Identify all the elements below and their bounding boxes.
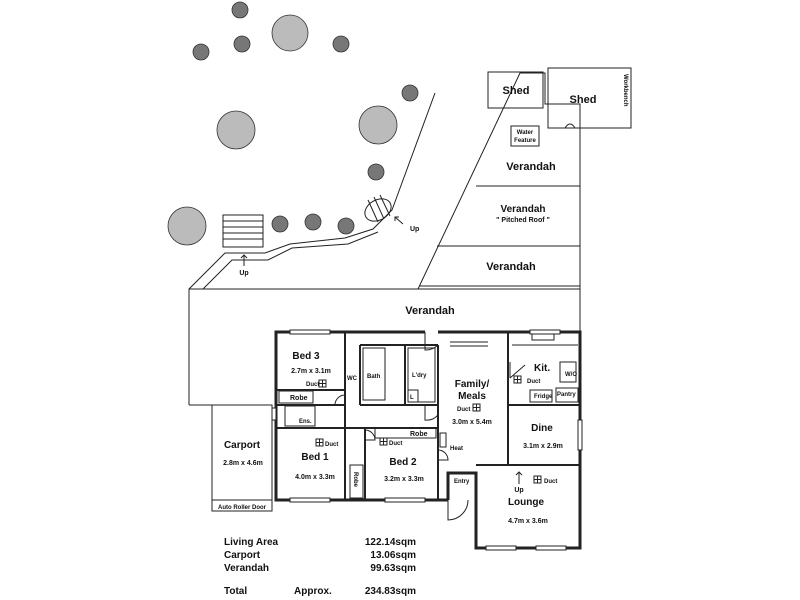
stairs-round — [364, 194, 392, 223]
stairs-left — [222, 214, 264, 248]
tree-icon — [233, 35, 251, 53]
family-label-2: Meals — [458, 391, 486, 402]
family-duct-label: Duct — [457, 407, 470, 413]
verandah-area-row: Verandah 99.63sqm — [224, 563, 424, 577]
bed3-dims: 2.7m x 3.1m — [291, 368, 331, 375]
tree-icon — [271, 215, 289, 233]
verandah-area-label: Verandah — [224, 563, 270, 574]
verandah-2-label: Verandah — [500, 204, 545, 215]
verandah-3-label: Verandah — [486, 261, 536, 273]
bed3-label: Bed 3 — [292, 351, 320, 362]
workbench-label: Workbench — [622, 74, 628, 107]
living-area-row: Living Area 122.14sqm — [224, 537, 424, 551]
bed2-duct-label: Duct — [389, 441, 402, 447]
l-label: L — [410, 395, 414, 401]
water-feature-label-2: Feature — [514, 138, 536, 144]
upper-verandah-outline — [417, 72, 581, 290]
kit-duct-label: Duct — [527, 379, 540, 385]
tree-icon — [358, 105, 398, 145]
tree-icon — [271, 14, 309, 52]
lounge-dims: 4.7m x 3.6m — [508, 518, 548, 525]
verandah-area-value: 99.63sqm — [370, 563, 416, 574]
total-area-value: 234.83sqm — [364, 586, 416, 597]
carport-area-label: Carport — [224, 550, 261, 561]
entry-label: Entry — [454, 479, 470, 485]
up-label-1: Up — [239, 270, 248, 277]
robe-label-bed3: Robe — [290, 395, 308, 402]
carport-outline — [211, 404, 273, 512]
tree-icon — [231, 1, 249, 19]
up-label-3: Up — [514, 487, 523, 494]
approx-label: Approx. — [294, 586, 332, 597]
tree-icon — [167, 206, 207, 246]
total-area-label: Total — [224, 586, 248, 597]
duct-markers — [315, 375, 542, 484]
bed2-label: Bed 2 — [389, 457, 417, 468]
total-area-row: Total Approx. 234.83sqm — [224, 586, 424, 600]
living-area-label: Living Area — [224, 537, 279, 548]
pantry-label: Pantry — [557, 392, 576, 398]
carport-label: Carport — [224, 440, 261, 451]
robe-label-bed1: Robe — [352, 472, 358, 488]
bed3-duct-label: Duct — [306, 382, 319, 388]
tree-icon — [304, 213, 322, 231]
tree-icon — [401, 84, 419, 102]
bath-label: Bath — [367, 374, 381, 380]
heat-label: Heat — [450, 446, 463, 452]
tree-icon — [367, 163, 385, 181]
shed-left-label: Shed — [503, 85, 530, 97]
verandah-outline — [188, 288, 581, 405]
robe-label-bed2: Robe — [410, 431, 428, 438]
dine-label: Dine — [531, 423, 553, 434]
shed-right-label: Shed — [570, 94, 597, 106]
house-outer-wall — [274, 330, 425, 405]
wc-label: WC — [347, 376, 358, 382]
pitched-roof-label: " Pitched Roof " — [496, 217, 550, 224]
wo-label: W/O — [565, 372, 577, 378]
carport-area-row: Carport 13.06sqm — [224, 550, 424, 564]
door-front — [447, 499, 469, 521]
tree-icon — [337, 217, 355, 235]
bed1-label: Bed 1 — [301, 452, 329, 463]
auto-roller-door-label: Auto Roller Door — [218, 505, 267, 511]
verandah-main-label: Verandah — [405, 305, 455, 317]
dine-dims: 3.1m x 2.9m — [523, 443, 563, 450]
tree-icon — [216, 110, 256, 150]
ldry-label: L'dry — [412, 373, 427, 379]
shed-left-box — [487, 71, 544, 109]
lounge-label: Lounge — [508, 497, 545, 508]
carport-dims: 2.8m x 4.6m — [223, 460, 263, 467]
bed2-dims: 3.2m x 3.3m — [384, 476, 424, 483]
fridge-label: Fridge — [534, 394, 553, 400]
family-label-1: Family/ — [455, 379, 490, 390]
ens-label: Ens. — [299, 419, 312, 425]
bed1-duct-label: Duct — [325, 442, 338, 448]
carport-area-value: 13.06sqm — [370, 550, 416, 561]
water-feature-box — [510, 125, 540, 147]
kit-label: Kit. — [534, 363, 550, 374]
family-dims: 3.0m x 5.4m — [452, 419, 492, 426]
lounge-duct-label: Duct — [544, 479, 557, 485]
verandah-1-label: Verandah — [506, 161, 556, 173]
water-feature-label: Water — [517, 130, 534, 136]
shed-right-box — [547, 67, 632, 129]
bed1-dims: 4.0m x 3.3m — [295, 474, 335, 481]
tree-icon — [332, 35, 350, 53]
trees — [167, 1, 419, 246]
living-area-value: 122.14sqm — [364, 537, 416, 548]
up-label-2: Up — [410, 226, 419, 233]
tree-icon — [192, 43, 210, 61]
